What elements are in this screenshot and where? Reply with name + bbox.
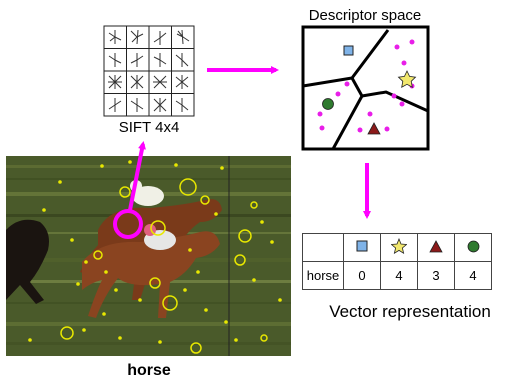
feature-points [60, 178, 268, 354]
sift-label: SIFT 4x4 [119, 119, 180, 136]
image-caption: horse [127, 362, 171, 379]
histogram-header-square [343, 233, 381, 262]
histogram-corner-cell [302, 233, 344, 262]
histogram-header-triangle [417, 233, 455, 262]
histogram-header-star [380, 233, 418, 262]
descriptor-triangle-icon [367, 122, 381, 135]
square-icon [356, 240, 368, 252]
descriptor-space-box [301, 25, 430, 151]
histogram-header-row [302, 233, 492, 262]
histogram-value-square: 0 [343, 261, 381, 290]
sift-grid [103, 25, 195, 117]
descriptor-square-icon [343, 45, 354, 56]
circle-icon [467, 240, 479, 252]
histogram-header-circle [454, 233, 492, 262]
vector-caption: Vector representation [329, 302, 491, 321]
horse-photo [6, 156, 291, 356]
descriptor-star-icon [397, 70, 417, 88]
histogram-value-triangle: 3 [417, 261, 455, 290]
descriptor-space-label: Descriptor space [309, 7, 422, 24]
histogram-value-circle: 4 [454, 261, 492, 290]
descriptor-circle-icon [322, 98, 334, 110]
histogram-table: horse 0 4 3 4 [302, 233, 492, 290]
histogram-value-star: 4 [380, 261, 418, 290]
triangle-icon [429, 239, 443, 252]
selected-patch-circle [113, 209, 143, 239]
feature-dots [28, 160, 282, 344]
histogram-value-row: horse 0 4 3 4 [302, 261, 492, 290]
arrow-patch-to-sift [128, 141, 146, 211]
star-icon [390, 237, 408, 255]
histogram-row-label: horse [302, 261, 344, 290]
